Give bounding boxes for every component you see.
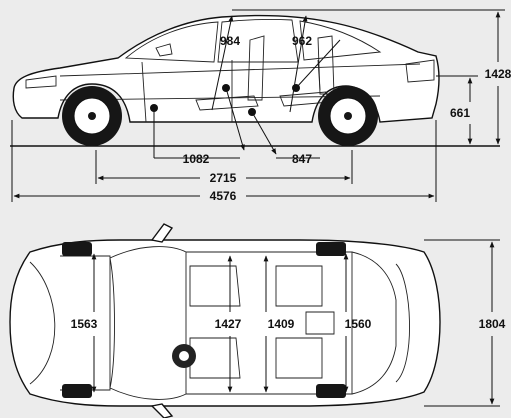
front-headroom-leader [211, 15, 234, 111]
left-mirror [150, 223, 174, 243]
rear-right-seat [275, 337, 323, 379]
rear-right-tire [316, 384, 346, 398]
rear-headroom-pointer [295, 39, 341, 89]
front-seat-cushion [195, 95, 259, 111]
middle-window [217, 18, 299, 63]
roof-outline [186, 251, 353, 395]
side-view-dimensions [11, 9, 505, 202]
label-front-shoulder: 1427 [215, 317, 242, 331]
seat-spacing-leader [251, 111, 277, 155]
label-front-headroom: 984 [220, 34, 240, 48]
car-body-top [9, 239, 441, 407]
front-door-seam [141, 61, 147, 123]
label-front-track: 1563 [71, 317, 98, 331]
label-wheelbase: 2715 [210, 171, 237, 185]
front-left-seat [189, 265, 241, 307]
rear-window-top [351, 251, 397, 395]
front-right-tire [62, 384, 92, 398]
side-mirror [155, 43, 173, 57]
windscreen [109, 246, 187, 400]
rear-center-armrest [305, 311, 335, 335]
rear-wheel [318, 86, 378, 146]
front-left-tire [62, 242, 92, 256]
label-rear-headroom: 962 [292, 34, 312, 48]
hood-front-edge [29, 261, 56, 385]
front-length-leader [225, 87, 245, 151]
rear-left-tire [316, 242, 346, 256]
label-front-length: 1082 [183, 152, 210, 166]
label-rear-track: 1560 [345, 317, 372, 331]
label-rear-shoulder: 1409 [268, 317, 295, 331]
top-view-car [9, 223, 441, 418]
beltline [59, 63, 421, 77]
top-view-dimensions [91, 239, 500, 407]
label-overall-length: 4576 [210, 189, 237, 203]
label-seat-spacing: 847 [292, 152, 312, 166]
right-mirror [150, 403, 174, 418]
rear-headroom-leader [289, 15, 308, 113]
front-window [124, 21, 219, 63]
label-overall-width: 1804 [479, 317, 506, 331]
rear-left-seat [275, 265, 323, 307]
headlight [25, 75, 57, 89]
front-right-seat [189, 337, 241, 379]
rear-window [299, 20, 382, 61]
label-sill-height: 661 [450, 106, 470, 120]
front-wheel [62, 86, 122, 146]
side-view-car [10, 14, 500, 147]
steering-wheel-hub [179, 351, 189, 361]
taillight [405, 59, 435, 83]
front-seat-back [247, 35, 265, 101]
trunk-lid [395, 263, 410, 383]
label-overall-height: 1428 [485, 67, 511, 81]
